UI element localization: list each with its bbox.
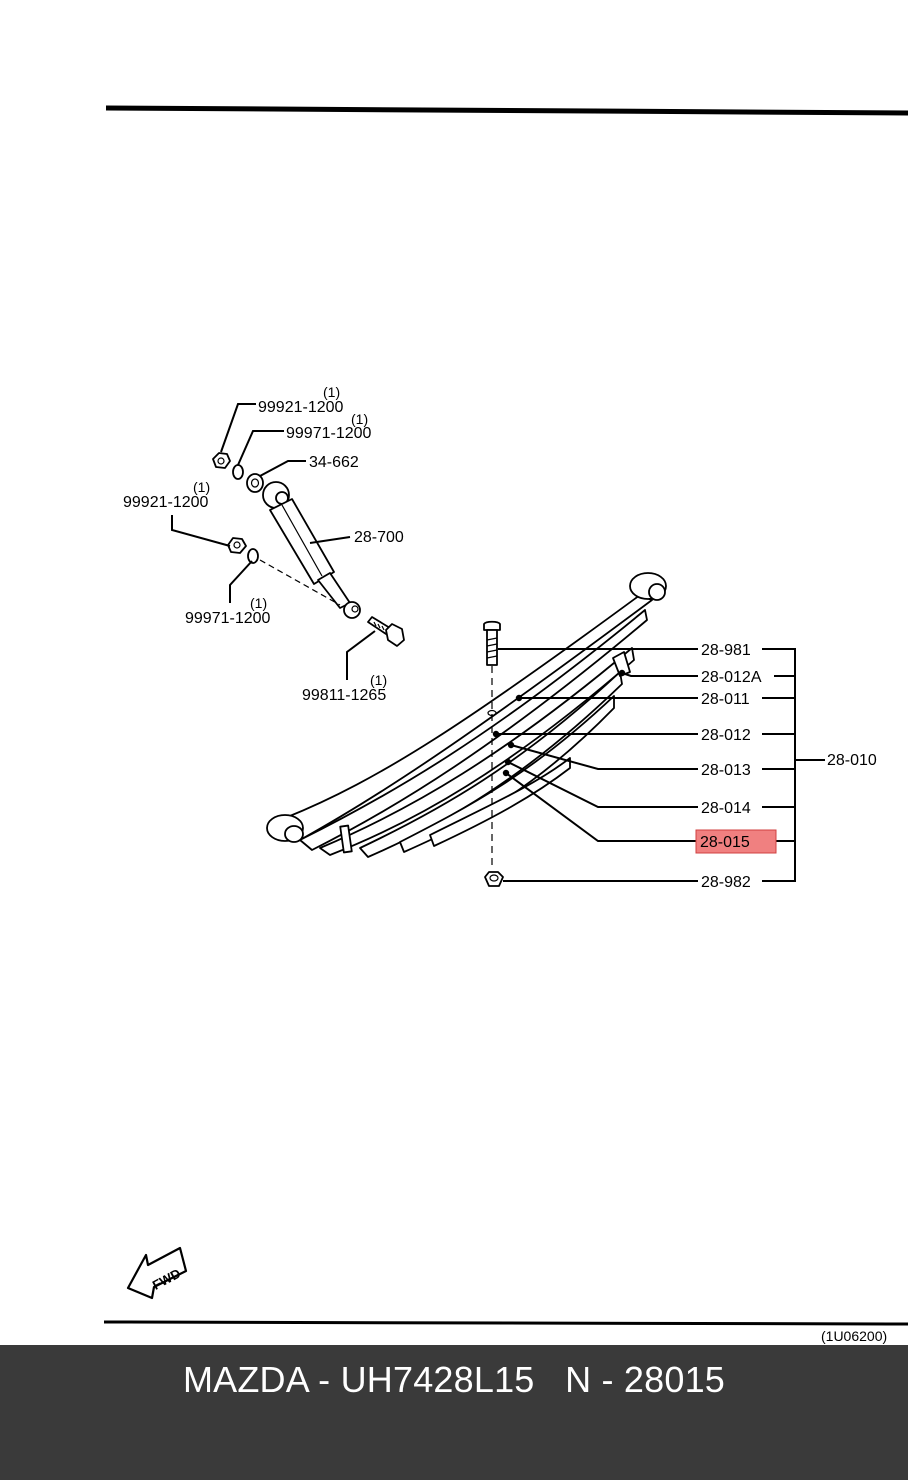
mounting-bolt-icon[interactable] <box>367 616 405 647</box>
label-leaf-011[interactable]: 28-011 <box>701 691 750 708</box>
label-bolt-qty: (1) <box>370 672 387 688</box>
left-washer-icon[interactable] <box>247 548 259 564</box>
top-nut-icon[interactable] <box>212 452 231 469</box>
center-bolt-icon[interactable] <box>483 620 501 666</box>
bottom-border-line <box>103 1320 908 1326</box>
label-bushing[interactable]: 34-662 <box>309 454 359 471</box>
shock-absorber-icon[interactable] <box>262 481 361 619</box>
label-washer-top[interactable]: 99971-1200 <box>286 425 372 442</box>
label-leaf-012[interactable]: 28-012 <box>701 727 751 744</box>
label-nut-left-qty: (1) <box>193 479 210 495</box>
label-center-nut[interactable]: 28-982 <box>701 874 751 891</box>
highlight-box[interactable] <box>695 829 777 854</box>
label-shock[interactable]: 28-700 <box>354 529 404 546</box>
label-leaf-012a[interactable]: 28-012A <box>701 669 762 686</box>
label-washer-left-qty: (1) <box>250 595 267 611</box>
leaf-spring-icon[interactable] <box>266 572 667 858</box>
label-leaf-015[interactable]: 28-015 <box>700 834 750 851</box>
fwd-arrow-icon: FWD <box>126 1246 188 1300</box>
label-leaf-013[interactable]: 28-013 <box>701 762 751 779</box>
label-center-bolt[interactable]: 28-981 <box>701 642 751 659</box>
top-washer-icon[interactable] <box>232 464 244 480</box>
label-nut-top-qty: (1) <box>323 384 340 400</box>
center-nut-icon[interactable] <box>484 871 504 887</box>
bushing-icon[interactable] <box>246 473 264 493</box>
parts-diagram: (1) 99921-1200 (1) 99971-1200 34-662 (1)… <box>103 105 908 1344</box>
shock-axis-line <box>259 559 341 606</box>
shock-absorber-group <box>212 452 405 647</box>
assembly-bracket <box>762 648 796 882</box>
label-washer-left[interactable]: 99971-1200 <box>185 610 271 627</box>
label-spring-assembly[interactable]: 28-010 <box>827 752 877 769</box>
label-bolt[interactable]: 99811-1265 <box>302 687 386 704</box>
label-washer-top-qty: (1) <box>351 411 368 427</box>
diagram-code: (1U06200) <box>821 1328 887 1344</box>
label-nut-top[interactable]: 99921-1200 <box>258 399 344 416</box>
footer-bar: MAZDA - UH7428L15 N - 28015 <box>0 1345 908 1480</box>
footer-title: MAZDA - UH7428L15 N - 28015 <box>182 1359 726 1400</box>
label-leaf-014[interactable]: 28-014 <box>701 800 751 817</box>
left-nut-icon[interactable] <box>227 537 247 554</box>
label-nut-left[interactable]: 99921-1200 <box>123 494 209 511</box>
top-border-line <box>105 105 908 116</box>
